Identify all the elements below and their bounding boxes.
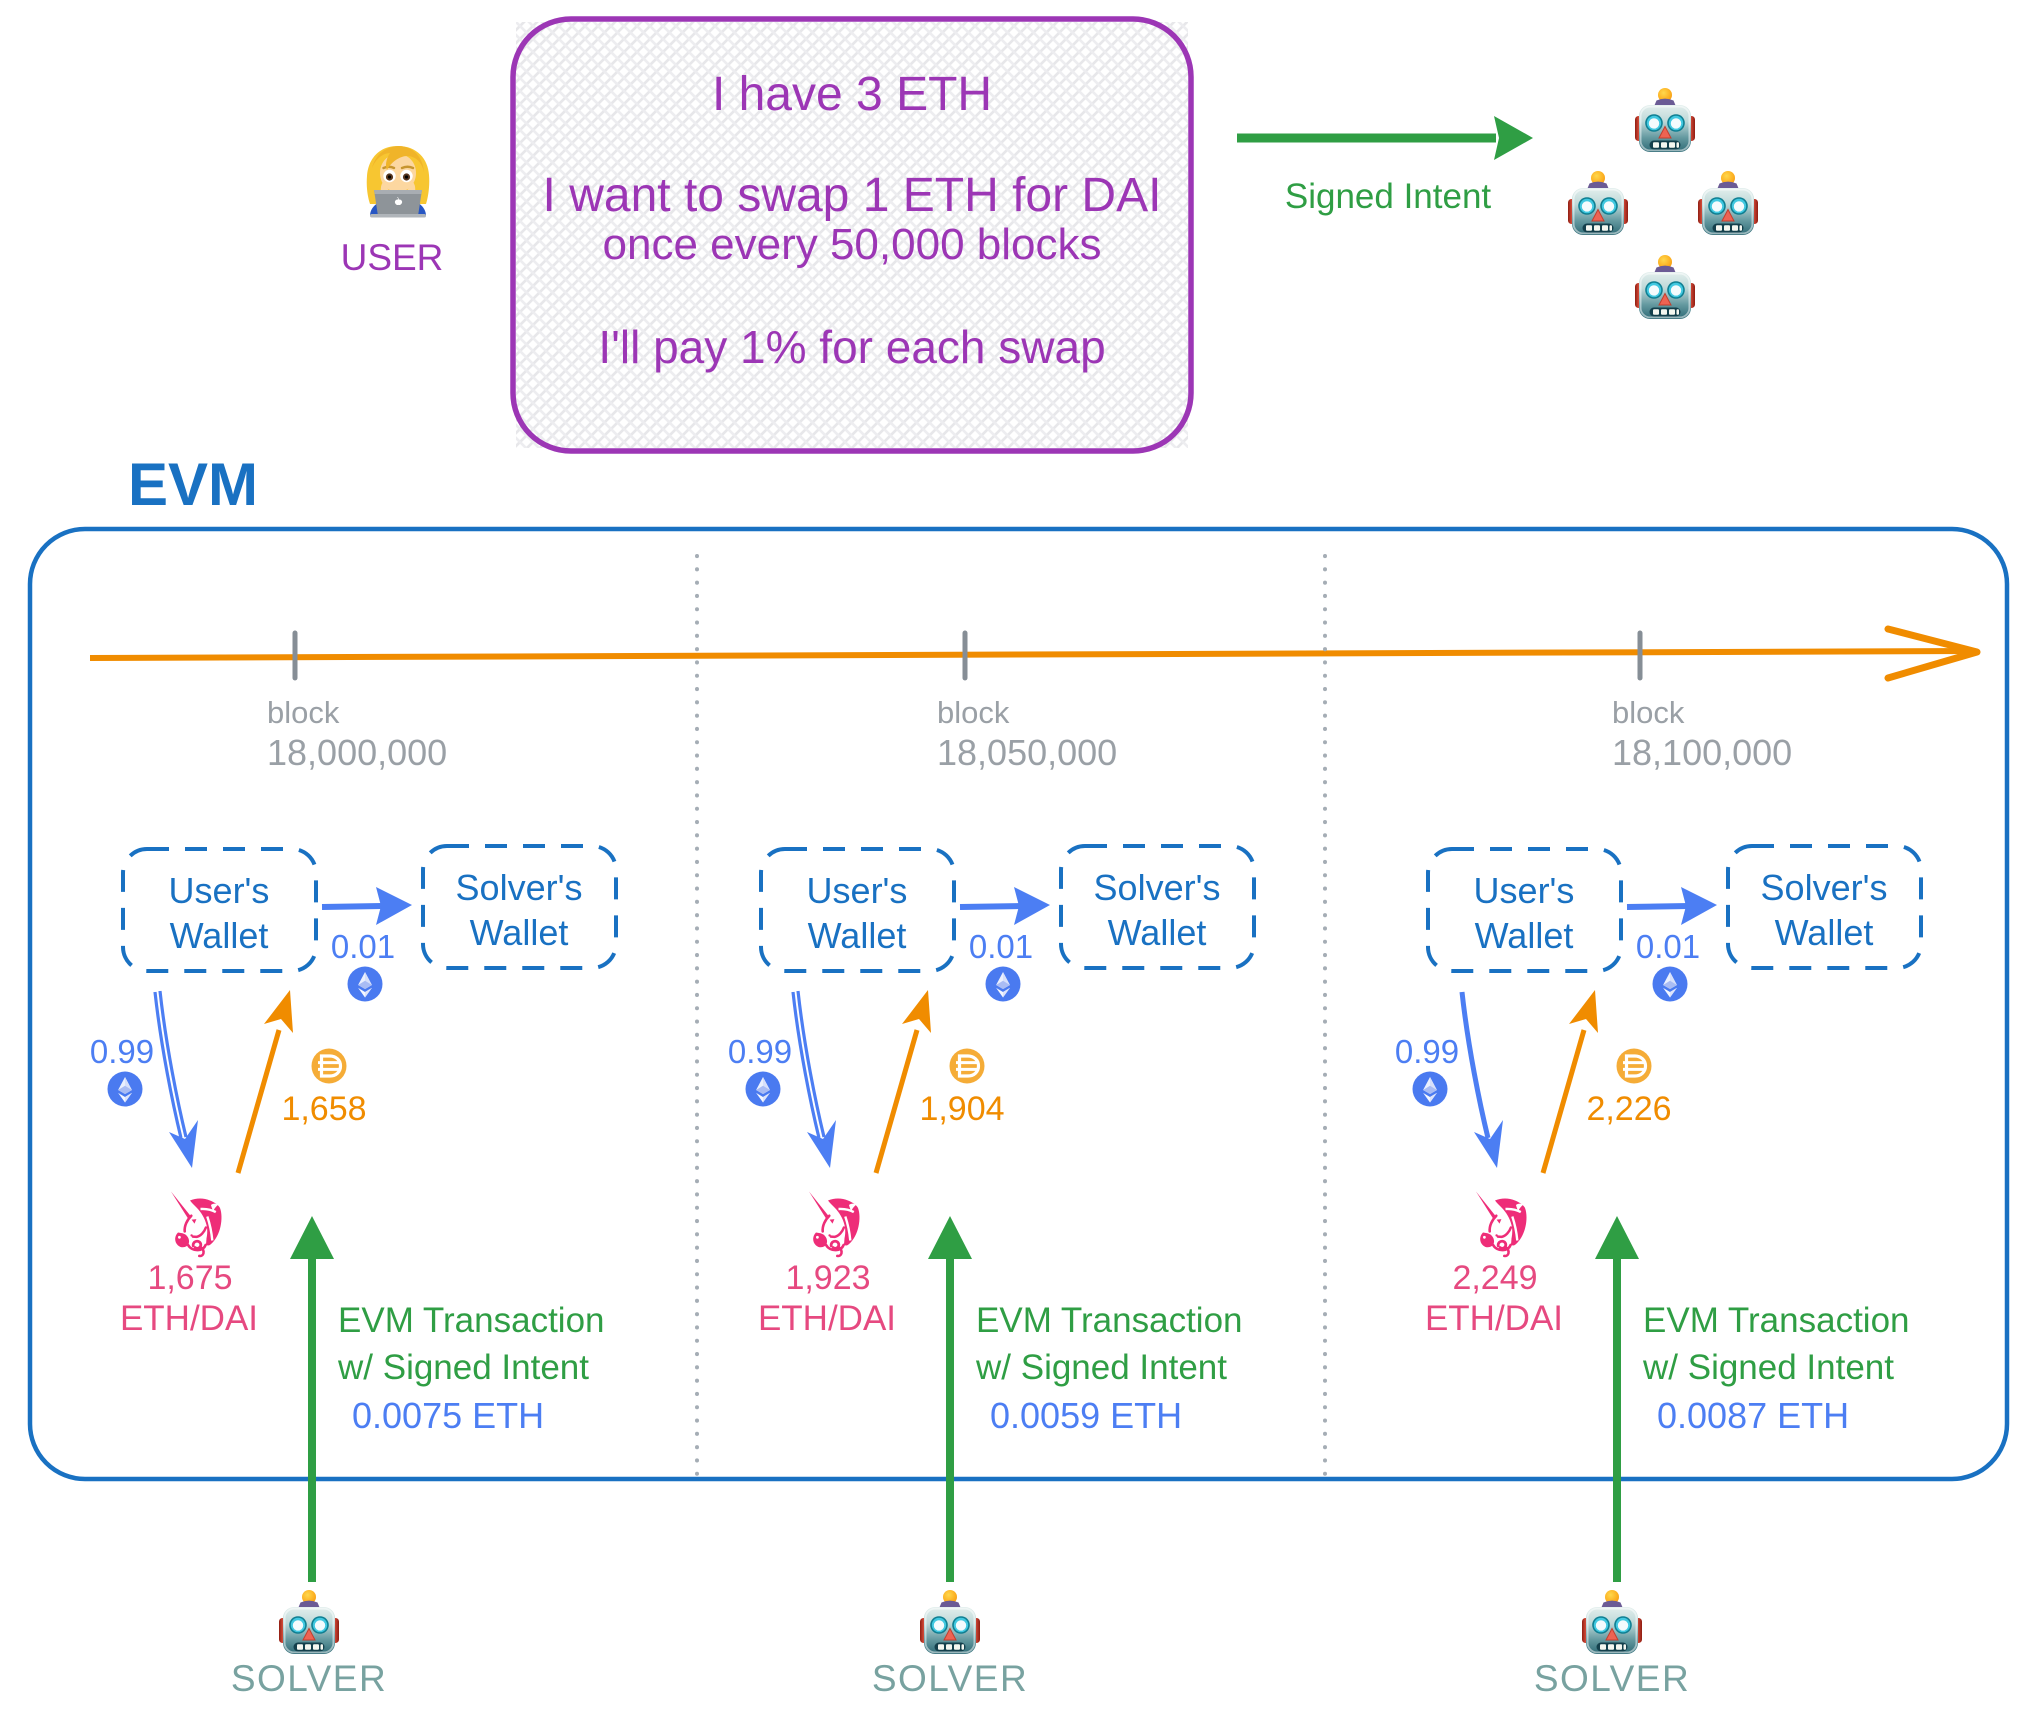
svg-text:0.0087 ETH: 0.0087 ETH (1657, 1395, 1849, 1436)
svg-text:SOLVER: SOLVER (231, 1658, 387, 1699)
svg-text:SOLVER: SOLVER (872, 1658, 1028, 1699)
svg-text:User's: User's (1474, 870, 1575, 911)
svg-text:18,100,000: 18,100,000 (1612, 732, 1792, 773)
svg-text:Wallet: Wallet (470, 912, 569, 953)
svg-text:w/ Signed Intent: w/ Signed Intent (337, 1348, 589, 1387)
svg-text:ETH/DAI: ETH/DAI (758, 1299, 896, 1338)
svg-text:2,226: 2,226 (1586, 1090, 1671, 1128)
svg-text:1,658: 1,658 (281, 1090, 366, 1128)
svg-text:Wallet: Wallet (808, 915, 907, 956)
svg-text:Solver's: Solver's (456, 867, 583, 908)
svg-text:18,050,000: 18,050,000 (937, 732, 1117, 773)
svg-text:0.0075 ETH: 0.0075 ETH (352, 1395, 544, 1436)
svg-text:block: block (1612, 695, 1685, 730)
svg-text:1,904: 1,904 (919, 1090, 1004, 1128)
svg-text:Wallet: Wallet (1775, 912, 1874, 953)
svg-text:0.01: 0.01 (969, 928, 1033, 965)
svg-text:ETH/DAI: ETH/DAI (120, 1299, 258, 1338)
svg-text:once every 50,000 blocks: once every 50,000 blocks (603, 220, 1102, 269)
svg-text:SOLVER: SOLVER (1534, 1658, 1690, 1699)
svg-text:block: block (937, 695, 1010, 730)
svg-text:USER: USER (341, 237, 444, 278)
svg-text:Wallet: Wallet (1108, 912, 1207, 953)
svg-text:EVM Transaction: EVM Transaction (976, 1301, 1243, 1340)
svg-text:I have 3 ETH: I have 3 ETH (712, 68, 992, 121)
svg-text:0.99: 0.99 (728, 1033, 792, 1070)
svg-text:0.01: 0.01 (1636, 928, 1700, 965)
svg-text:18,000,000: 18,000,000 (267, 732, 447, 773)
svg-text:0.99: 0.99 (90, 1033, 154, 1070)
svg-text:User's: User's (169, 870, 270, 911)
svg-text:I'll pay 1% for each swap: I'll pay 1% for each swap (598, 321, 1105, 373)
svg-text:2,249: 2,249 (1452, 1259, 1537, 1297)
svg-text:Wallet: Wallet (1475, 915, 1574, 956)
svg-text:EVM Transaction: EVM Transaction (1643, 1301, 1910, 1340)
svg-text:User's: User's (807, 870, 908, 911)
svg-text:0.01: 0.01 (331, 928, 395, 965)
svg-text:block: block (267, 695, 340, 730)
svg-text:EVM Transaction: EVM Transaction (338, 1301, 605, 1340)
svg-text:0.0059 ETH: 0.0059 ETH (990, 1395, 1182, 1436)
svg-text:Signed Intent: Signed Intent (1285, 177, 1492, 216)
svg-text:Solver's: Solver's (1094, 867, 1221, 908)
svg-text:EVM: EVM (128, 451, 258, 518)
svg-text:w/ Signed Intent: w/ Signed Intent (975, 1348, 1227, 1387)
svg-text:0.99: 0.99 (1395, 1033, 1459, 1070)
svg-text:ETH/DAI: ETH/DAI (1425, 1299, 1563, 1338)
svg-text:Wallet: Wallet (170, 915, 269, 956)
svg-text:I want to swap 1 ETH for DAI: I want to swap 1 ETH for DAI (543, 169, 1162, 222)
svg-text:1,675: 1,675 (147, 1259, 232, 1297)
svg-text:Solver's: Solver's (1761, 867, 1888, 908)
svg-text:w/ Signed Intent: w/ Signed Intent (1642, 1348, 1894, 1387)
svg-text:1,923: 1,923 (785, 1259, 870, 1297)
